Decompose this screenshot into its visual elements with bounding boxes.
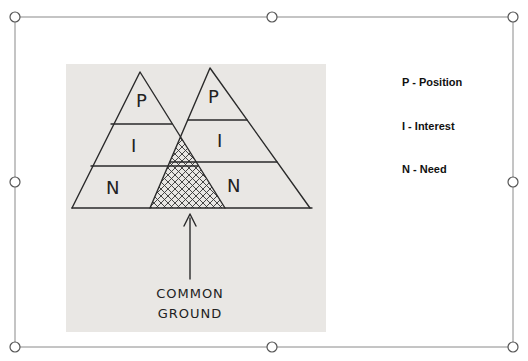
key-text: I - Interest [402, 120, 455, 132]
hatched-overlap [140, 130, 240, 220]
band-node: N [227, 176, 240, 196]
base-line [72, 207, 312, 208]
band-node: P [136, 91, 147, 111]
band-line [91, 165, 198, 166]
band-letter: N [106, 178, 119, 198]
resize-handle [10, 177, 20, 187]
left-triangle [72, 72, 225, 208]
band-letter: P [136, 91, 147, 111]
band-node: I [131, 136, 136, 156]
band-letter: N [227, 176, 240, 196]
resize-handle [267, 342, 277, 352]
band-node: P [208, 87, 219, 107]
band-node: N [106, 178, 119, 198]
key-text: P - Position [402, 76, 462, 88]
band-line [170, 161, 277, 162]
key-text: N - Need [402, 163, 447, 175]
resize-handle [508, 177, 518, 187]
right-triangle [150, 68, 310, 208]
resize-handle [10, 342, 20, 352]
band-letter: P [208, 87, 219, 107]
resize-handle [267, 12, 277, 22]
band-node: I [217, 131, 222, 151]
resize-handle [508, 342, 518, 352]
handle-group [10, 12, 518, 352]
pointer-arrow [189, 218, 190, 279]
resize-handle [508, 12, 518, 22]
callout-label: COMMON GROUND [148, 284, 232, 323]
band-letter: I [217, 131, 222, 151]
resize-handle [10, 12, 20, 22]
band-line [188, 119, 247, 120]
photo-ground [66, 64, 326, 332]
arrow-head [184, 214, 196, 226]
selection-frame [15, 17, 513, 347]
band-line [111, 123, 172, 124]
band-letter: I [131, 136, 136, 156]
